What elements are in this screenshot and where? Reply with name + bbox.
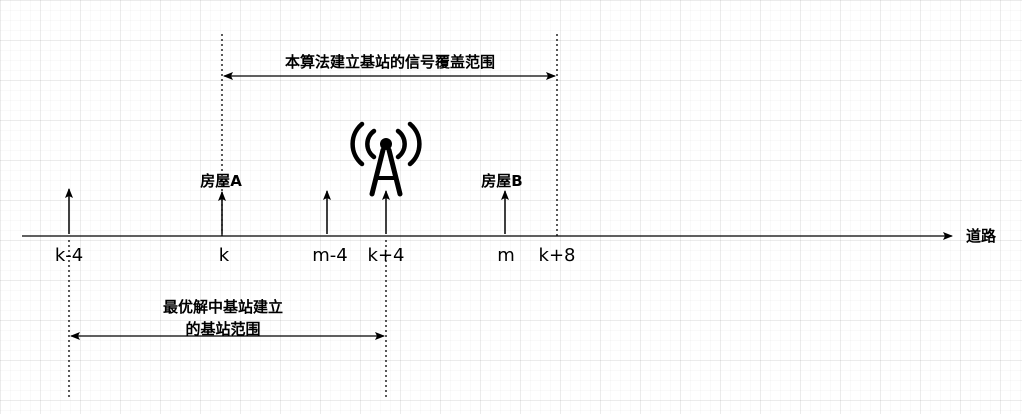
tick-label-k-plus-8: k+8 [538, 245, 576, 266]
coverage-range-label: 本算法建立基站的信号覆盖范围 [284, 53, 496, 71]
radio-tower-icon [350, 121, 422, 197]
house-a-label: 房屋A [200, 172, 242, 190]
optimal-range-label: 最优解中基站建立的基站范围 [162, 298, 283, 338]
tick-label-k-minus-4: k-4 [54, 245, 84, 266]
tick-label-m: m [497, 245, 515, 266]
tick-label-k: k [218, 245, 230, 266]
road-label: 道路 [966, 227, 997, 245]
tick-label-m-minus-4: m-4 [312, 245, 348, 266]
tick-label-k-plus-4: k+4 [367, 245, 405, 266]
house-b-label: 房屋B [481, 172, 523, 190]
